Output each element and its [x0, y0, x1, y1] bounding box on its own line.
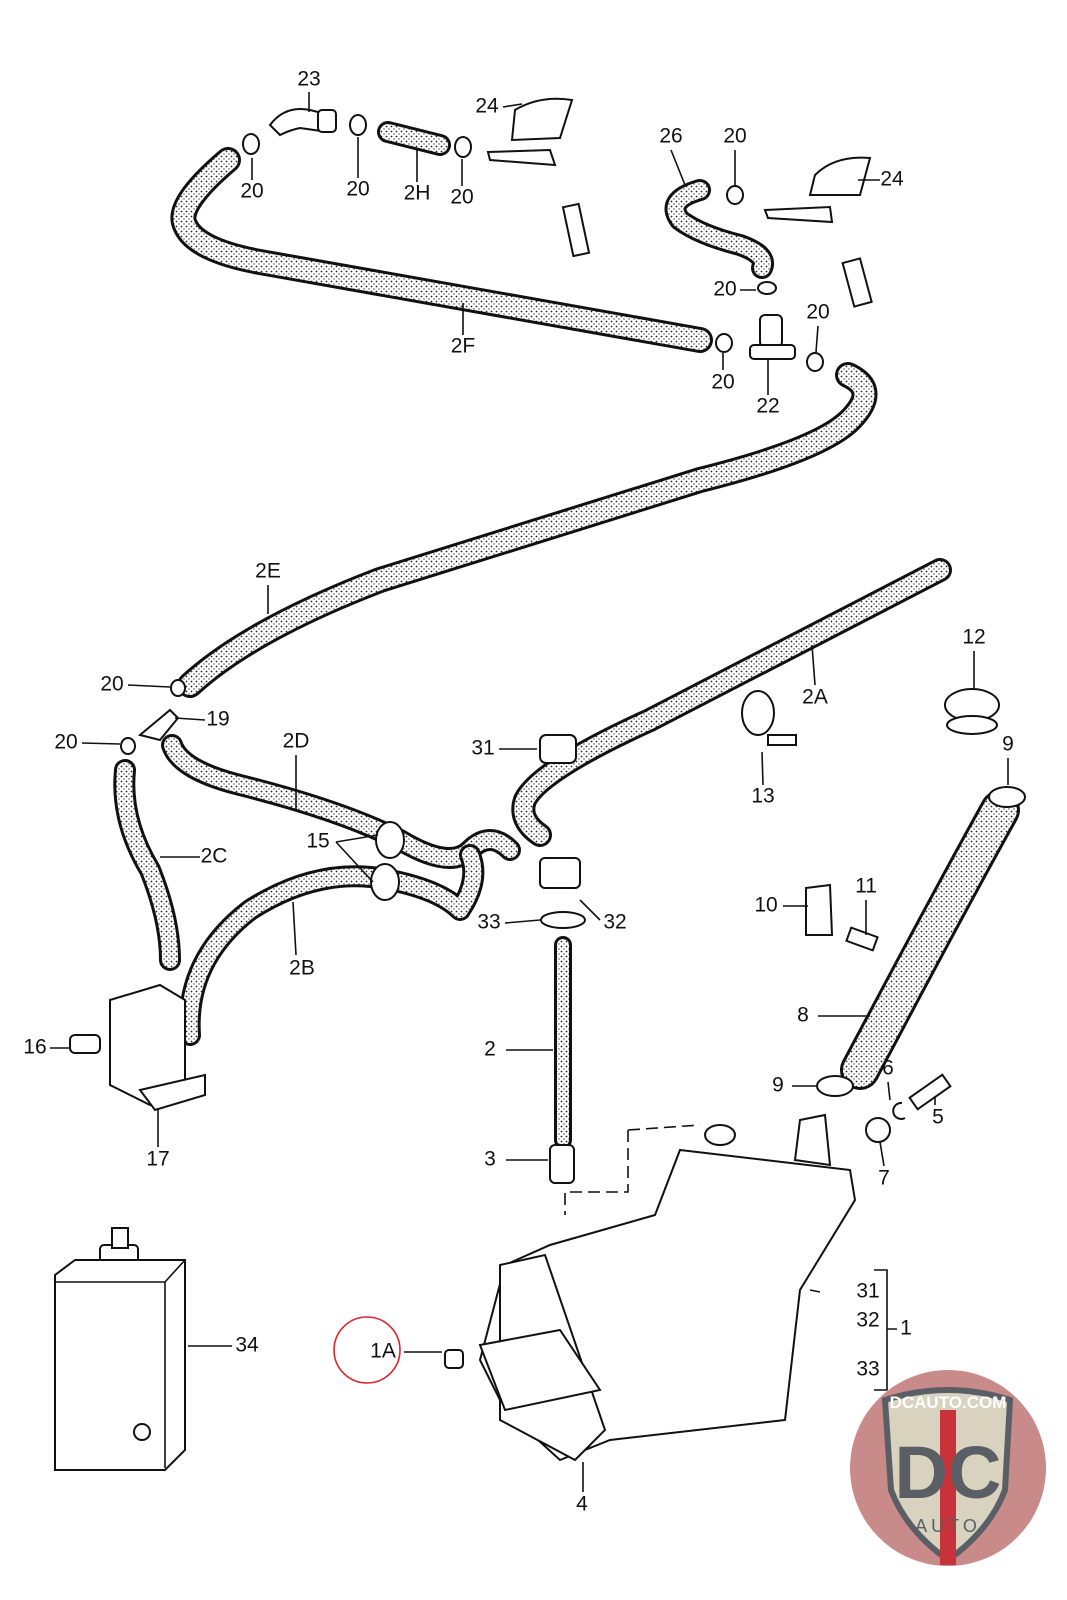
part-label: 20 [713, 278, 736, 301]
part-label: 13 [751, 785, 774, 808]
connector-23 [268, 108, 337, 137]
part-label: 2C [201, 845, 228, 868]
part-label: 20 [240, 180, 263, 203]
highlight-circle [333, 1316, 401, 1384]
part-label: 11 [855, 875, 877, 898]
screw-11 [845, 926, 879, 952]
part-label: 20 [711, 371, 734, 394]
hose-2B [178, 844, 485, 1046]
part-label: 2 [484, 1038, 496, 1061]
part-label: 2A [802, 686, 828, 709]
washer-7 [865, 1117, 891, 1143]
part-label: 8 [797, 1004, 809, 1027]
clamp-9-top [988, 786, 1026, 808]
part-label: 9 [1002, 733, 1014, 756]
grommets-15 [370, 821, 405, 901]
washer-33 [540, 911, 586, 929]
part-label: 6 [882, 1057, 894, 1080]
hose-2H [377, 121, 451, 156]
hose-26 [664, 179, 774, 279]
clip-6 [892, 1101, 906, 1120]
nut-31 [539, 734, 577, 764]
part-label: 2H [404, 182, 431, 205]
part-label: 26 [659, 125, 682, 148]
hose-2E [177, 362, 878, 698]
part-label: 31 [471, 737, 494, 760]
hose-2A [511, 558, 952, 847]
part-label: 20 [723, 125, 746, 148]
part-label: 7 [878, 1167, 890, 1190]
hose-8 [840, 790, 1020, 1090]
plug-16 [69, 1034, 101, 1054]
part-label: 23 [297, 68, 320, 91]
pump-motor-17 [109, 983, 206, 1112]
part-labels: 23 24 20 20 2H 20 26 20 24 20 20 2F 20 2… [23, 68, 1014, 1516]
part-label: 2B [289, 957, 315, 980]
clip-13 [741, 690, 797, 746]
part-label: 24 [475, 95, 499, 118]
part-label: 17 [146, 1148, 169, 1171]
part-label: 9 [772, 1074, 784, 1097]
part-label: 20 [806, 301, 829, 324]
washer-nozzle-24-left [486, 97, 591, 258]
hose-clamps [120, 114, 824, 755]
part-label: 2F [451, 335, 476, 358]
part-label: 20 [100, 673, 123, 696]
part-label: 16 [23, 1036, 46, 1059]
hose-2F [170, 147, 713, 353]
part-label-highlighted: 1A [370, 1340, 396, 1363]
part-label: 5 [932, 1106, 944, 1129]
part-label: 4 [576, 1493, 588, 1516]
part-label: 19 [206, 708, 229, 731]
part-label: 32 [603, 911, 626, 934]
part-label: 12 [962, 626, 985, 649]
bolt-5 [908, 1073, 952, 1111]
clamp-9-bottom [816, 1075, 854, 1097]
pump-32 [539, 857, 581, 889]
part-label: 3 [484, 1148, 496, 1171]
part-label: 33 [856, 1358, 879, 1381]
bracket-10 [805, 883, 834, 936]
fluid-bottle-34 [54, 1227, 186, 1471]
part-label: 20 [54, 731, 77, 754]
part-label: 24 [880, 168, 904, 191]
part-label: 31 [856, 1280, 879, 1303]
cap-12 [944, 688, 1000, 735]
logo-sub-text: AUTO [915, 1516, 981, 1536]
part-label: 20 [346, 178, 369, 201]
part-label: 33 [477, 911, 500, 934]
part-label: 20 [450, 186, 473, 209]
part-label: 22 [756, 395, 779, 418]
hose-2C [113, 759, 181, 971]
part-label: 2E [255, 560, 281, 583]
part-label: 32 [856, 1309, 879, 1332]
part-label: 10 [754, 894, 777, 917]
filter-3 [549, 1144, 575, 1184]
washer-nozzle-24-right [763, 156, 873, 308]
part-label: 34 [235, 1334, 259, 1357]
t-connector-22 [749, 314, 796, 360]
part-label: 2D [283, 730, 310, 753]
part-label: 15 [306, 830, 329, 853]
leader-lines [50, 92, 1009, 1492]
logo-top-text: DCAUTO.COM [890, 1393, 1007, 1412]
dcauto-logo-watermark: DCAUTO.COM DC AUTO [850, 1370, 1046, 1566]
washer-reservoir-1 [444, 1113, 857, 1462]
logo-main-text: DC [895, 1431, 1002, 1514]
part-label: 1 [900, 1317, 912, 1340]
